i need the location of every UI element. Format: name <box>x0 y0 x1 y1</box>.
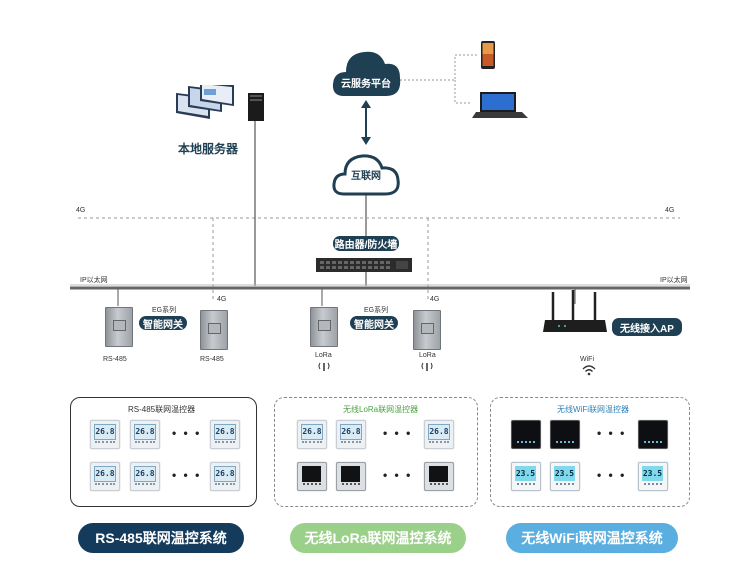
rs485-label-b: RS-485 <box>200 356 224 363</box>
lora-group-title: 无线LoRa联网温控器 <box>343 405 419 414</box>
thermostat-icon: 26.8 <box>90 420 120 449</box>
thermostat-icon <box>511 420 541 449</box>
gateway-rs485-b <box>200 310 228 350</box>
thermostat-icon <box>638 420 668 449</box>
thermostat-icon: 23.5 <box>511 462 541 491</box>
gateway-lora-b <box>413 310 441 350</box>
lora-label-a: LoRa <box>315 352 332 359</box>
phone-icon <box>481 41 495 69</box>
eg-series-label-1: EG系列 <box>152 307 177 314</box>
wifi-icon <box>582 365 596 376</box>
internet-cloud-icon <box>332 154 400 196</box>
laptop-icon <box>472 92 528 118</box>
monitor-icon <box>176 85 234 119</box>
ellipsis: • • • <box>383 468 413 482</box>
smart-gateway-label-1: 智能网关 <box>139 316 187 331</box>
thermostat-icon: 26.8 <box>336 420 366 449</box>
cloud-label: 云服务平台 <box>341 79 391 90</box>
ellipsis: • • • <box>597 468 627 482</box>
internet-label: 互联网 <box>351 171 381 182</box>
gateway-lora-a <box>310 307 338 347</box>
router-icon <box>543 290 607 332</box>
thermostat-icon <box>297 462 327 491</box>
local-server-label: 本地服务器 <box>178 142 239 156</box>
ellipsis: • • • <box>597 426 627 440</box>
wifi-group-box <box>490 397 690 507</box>
thermostat-icon: 26.8 <box>210 420 240 449</box>
wifi-system-label: 无线WiFi联网温控系统 <box>506 523 678 553</box>
rs485-group-title: RS-485联网温控器 <box>128 405 196 414</box>
thermostat-icon: 26.8 <box>424 420 454 449</box>
signal-4g-right: 4G <box>665 207 675 214</box>
smart-gateway-label-2: 智能网关 <box>350 316 398 331</box>
ip-ethernet-left: IP以太网 <box>80 277 108 284</box>
ellipsis: • • • <box>172 468 202 482</box>
wifi-group-title: 无线WiFi联网温控器 <box>557 405 629 414</box>
signal-4g-gateway-1: 4G <box>217 296 227 303</box>
tower-server-icon <box>248 93 264 121</box>
antenna-icon <box>421 362 433 371</box>
lora-system-label: 无线LoRa联网温控系统 <box>290 523 466 553</box>
switch-icon <box>316 258 412 272</box>
thermostat-icon: 26.8 <box>210 462 240 491</box>
thermostat-icon <box>550 420 580 449</box>
ellipsis: • • • <box>383 426 413 440</box>
lora-label-b: LoRa <box>419 352 436 359</box>
thermostat-icon: 26.8 <box>130 462 160 491</box>
ellipsis: • • • <box>172 426 202 440</box>
antenna-icon <box>318 362 330 371</box>
wireless-ap-label: 无线接入AP <box>612 318 682 336</box>
cloud-icon <box>332 51 401 96</box>
thermostat-icon: 26.8 <box>130 420 160 449</box>
thermostat-icon <box>336 462 366 491</box>
wifi-label: WiFi <box>580 356 594 363</box>
thermostat-icon: 23.5 <box>550 462 580 491</box>
lora-group-box <box>274 397 478 507</box>
rs485-label-a: RS-485 <box>103 356 127 363</box>
thermostat-icon: 23.5 <box>638 462 668 491</box>
signal-4g-left: 4G <box>76 207 86 214</box>
thermostat-icon <box>424 462 454 491</box>
thermostat-icon: 26.8 <box>297 420 327 449</box>
gateway-rs485-a <box>105 307 133 347</box>
router-label: 路由器/防火墙 <box>333 236 399 251</box>
ip-ethernet-right: IP以太网 <box>660 277 688 284</box>
eg-series-label-2: EG系列 <box>364 307 389 314</box>
rs485-group-box <box>70 397 257 507</box>
signal-4g-gateway-2: 4G <box>430 296 440 303</box>
rs485-system-label: RS-485联网温控系统 <box>78 523 244 553</box>
thermostat-icon: 26.8 <box>90 462 120 491</box>
